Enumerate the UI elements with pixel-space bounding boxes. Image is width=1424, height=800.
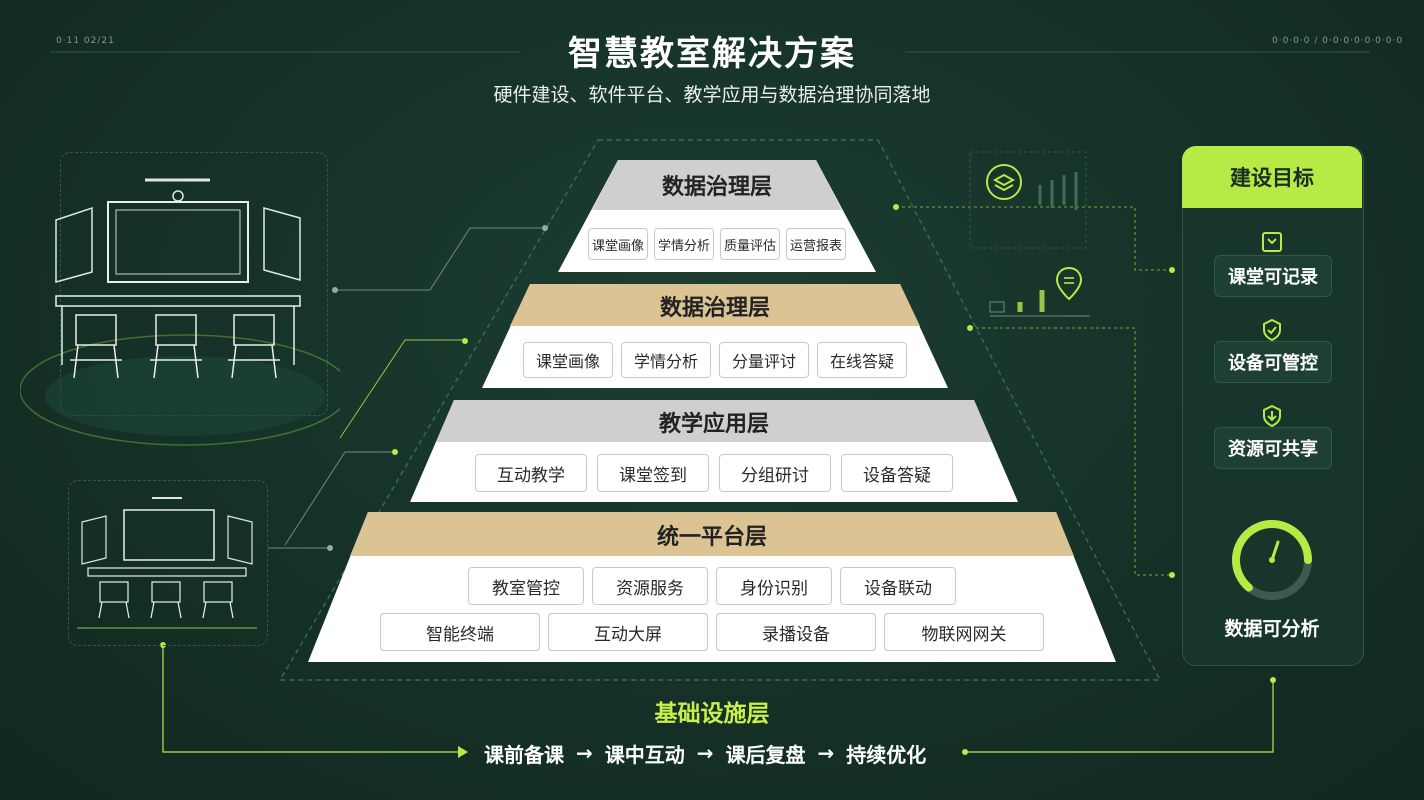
- classroom-panel-bottom: [68, 480, 268, 646]
- layer-teaching-application: 教学应用层 互动教学 课堂签到 分组研讨 设备答疑: [410, 400, 1018, 502]
- goal-item: 课堂可记录: [1214, 255, 1332, 297]
- flow-step: 课中互动: [604, 742, 685, 767]
- layer-unified-platform: 统一平台层 教室管控 资源服务 身份识别 设备联动 智能终端 互动大屏 录播设备…: [308, 512, 1116, 662]
- gauge-icon: [1232, 520, 1312, 600]
- chip-item[interactable]: 课堂签到: [597, 454, 709, 492]
- shield-check-icon: [1263, 318, 1281, 342]
- record-icon: [1262, 232, 1282, 252]
- layer-data-governance: 数据治理层 课堂画像 学情分析 分量评讨 在线答疑: [482, 284, 948, 388]
- chip-item[interactable]: 分组研讨: [719, 454, 831, 492]
- corner-label-right: 0·0·0·0 / 0·0·0·0·0·0·0·0: [1272, 36, 1404, 46]
- classroom-small-illustration-icon: [77, 497, 257, 629]
- flow-arrow: →: [576, 741, 593, 765]
- goal-item: 设备可管控: [1214, 341, 1332, 383]
- chip-item[interactable]: 课堂画像: [588, 228, 648, 260]
- chip-item[interactable]: 在线答疑: [817, 342, 907, 378]
- chip-item[interactable]: 互动大屏: [548, 613, 708, 651]
- chip-item[interactable]: 资源服务: [592, 567, 708, 605]
- goal-item: 资源可共享: [1214, 427, 1332, 469]
- chip-item[interactable]: 学情分析: [654, 228, 714, 260]
- classroom-illustration-icon: [20, 178, 340, 446]
- layer-title: 数据治理层: [659, 296, 770, 321]
- chip-item[interactable]: 设备答疑: [841, 454, 953, 492]
- chip-item[interactable]: 学情分析: [621, 342, 711, 378]
- flow-step: 持续优化: [846, 742, 927, 767]
- page-title: 智慧教室解决方案: [568, 34, 856, 74]
- flow-arrow: →: [817, 741, 835, 765]
- base-layer-label: 基础设施层: [654, 701, 770, 727]
- stack-icon: [986, 164, 1022, 200]
- layer-title: 统一平台层: [656, 525, 767, 550]
- chip-item[interactable]: 教室管控: [468, 567, 584, 605]
- chip-item[interactable]: 设备联动: [840, 567, 956, 605]
- flow-step: 课前备课: [484, 742, 564, 767]
- chip-item[interactable]: 课堂画像: [523, 342, 613, 378]
- goal-gauge-label: 数据可分析: [1224, 618, 1320, 640]
- page-subtitle: 硬件建设、软件平台、教学应用与数据治理协同落地: [493, 84, 931, 106]
- chip-item[interactable]: 分量评讨: [719, 342, 809, 378]
- download-shield-icon: [1263, 404, 1281, 428]
- goals-header: 建设目标: [1182, 146, 1362, 208]
- chip-item[interactable]: 智能终端: [380, 613, 540, 651]
- flow-step: 课后复盘: [725, 742, 806, 767]
- corner-label-left: 0·11 02/21: [56, 36, 115, 46]
- workflow-steps: 课前备课 → 课中互动 → 课后复盘 → 持续优化: [478, 738, 932, 768]
- layer-title: 教学应用层: [658, 412, 769, 437]
- chip-item[interactable]: 运营报表: [786, 228, 846, 260]
- chip-item[interactable]: 互动教学: [475, 454, 587, 492]
- chip-item[interactable]: 录播设备: [716, 613, 876, 651]
- location-pin-icon: [1055, 266, 1083, 301]
- chip-item[interactable]: 身份识别: [716, 567, 832, 605]
- flow-arrow: →: [696, 741, 714, 765]
- layer-title: 数据治理层: [661, 175, 772, 200]
- chip-item[interactable]: 质量评估: [720, 228, 780, 260]
- layer-data-governance-top: 数据治理层 课堂画像 学情分析 质量评估 运营报表: [558, 160, 876, 272]
- chip-item[interactable]: 物联网网关: [884, 613, 1044, 651]
